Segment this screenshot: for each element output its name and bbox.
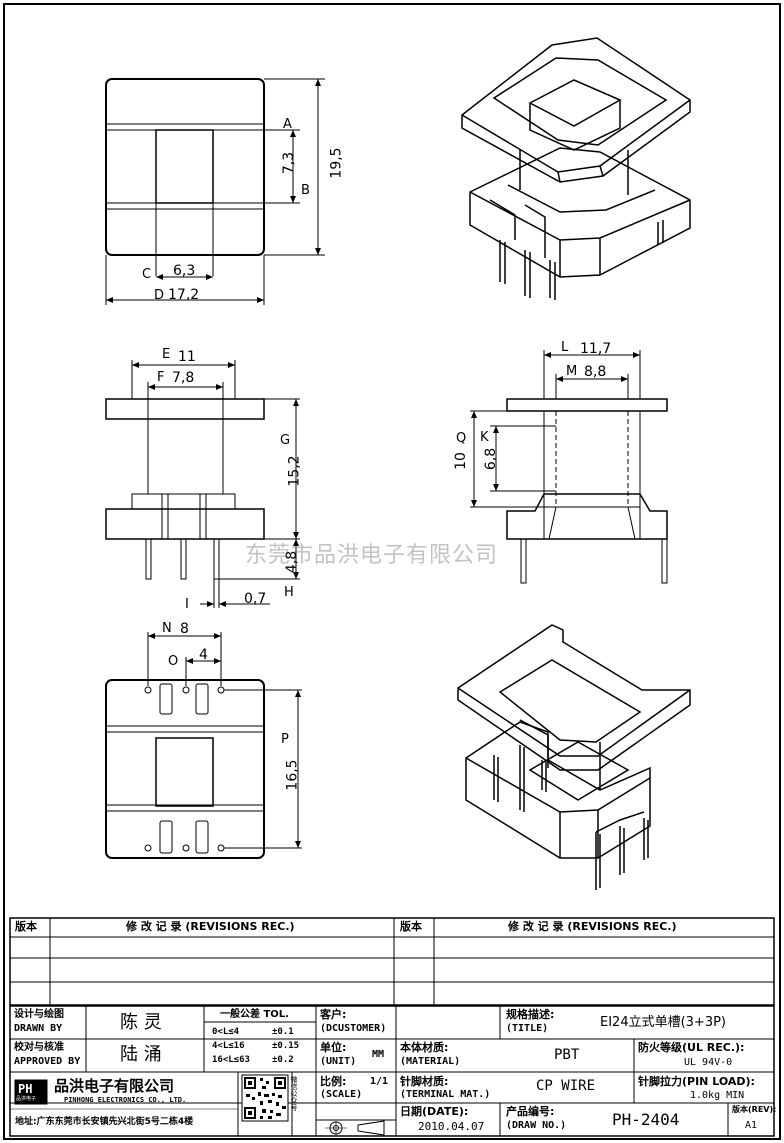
fire-rating-label: 防火等级(UL REC.):: [638, 1041, 745, 1054]
date-label: 日期(DATE):: [400, 1105, 469, 1118]
pin-load-label: 针脚拉力(PIN LOAD):: [638, 1075, 755, 1088]
rev-version-header-left: 版本: [15, 920, 37, 933]
designer-label-cn: 设计与绘图: [14, 1009, 64, 1020]
scale-label-cn: 比例:: [320, 1075, 347, 1088]
rev-record-header-right: 修 改 记 录 (REVISIONS REC.): [508, 920, 677, 933]
draw-no-label-en: (DRAW NO.): [506, 1120, 567, 1131]
tol-range-3: 16<L≤63: [212, 1055, 250, 1065]
dim-value-11: 11: [178, 349, 196, 365]
designer-label-en: DRAWN BY: [14, 1023, 63, 1034]
rev-version-header-right: 版本: [400, 920, 422, 933]
dim-label-i: I: [185, 597, 189, 612]
material-label-en: (MATERIAL): [400, 1056, 461, 1067]
watermark: 东莞市品洪电子有限公司: [245, 543, 499, 568]
spec-label-en: (TITLE): [506, 1023, 549, 1034]
qr-side-text: 微信公众号: [290, 1076, 298, 1111]
approver-name: 陆 涌: [120, 1044, 162, 1065]
qr-code: [241, 1074, 289, 1122]
dim-label-p: P: [281, 732, 289, 747]
unit-label-cn: 单位:: [320, 1041, 347, 1054]
dim-value-0-7: 0,7: [244, 591, 267, 607]
version-label: 版本(REV):: [732, 1105, 777, 1114]
approver-label-cn: 校对与核准: [14, 1042, 64, 1053]
dim-label-a: A: [283, 117, 292, 132]
revisions-table: [9, 917, 775, 1006]
pin-load-value: 1.0kg MIN: [690, 1090, 745, 1101]
tol-range-1: 0<L≤4: [212, 1027, 240, 1037]
bottom-view: [105, 632, 302, 859]
dim-value-4-8: 4,8: [284, 550, 301, 574]
dim-value-6-3: 6,3: [173, 263, 196, 279]
tolerance-title: 一般公差 TOL.: [220, 1009, 289, 1020]
terminal-value: CP WIRE: [536, 1078, 596, 1094]
draw-no-label-cn: 产品编号:: [506, 1105, 555, 1118]
unit-value: MM: [372, 1049, 385, 1060]
top-view-outline: [105, 78, 265, 256]
dim-label-m: M: [566, 364, 578, 379]
approver-label-en: APPROVED BY: [14, 1056, 81, 1067]
company-address: 地址:广东东莞市长安镇先兴北街5号二栋4楼: [15, 1117, 194, 1127]
customer-label-en: (DCUSTOMER): [320, 1023, 387, 1034]
dim-label-g: G: [280, 433, 291, 448]
spec-value: EI24立式单槽(3+3P): [600, 1015, 727, 1030]
dim-value-17-2: 17,2: [168, 287, 200, 303]
version-value: A1: [745, 1120, 758, 1131]
dim-label-q: Q: [456, 431, 467, 446]
dim-label-n: N: [162, 621, 172, 636]
rev-record-header-left: 修 改 记 录 (REVISIONS REC.): [126, 920, 295, 933]
terminal-label-cn: 针脚材质:: [400, 1075, 449, 1088]
company-logo-sub: 品洪电子: [16, 1096, 37, 1102]
designer-name: 陈 灵: [120, 1012, 162, 1033]
tol-range-2: 4<L≤16: [212, 1041, 245, 1051]
dim-value-10: 10: [452, 452, 469, 470]
dim-label-b: B: [301, 183, 310, 198]
dim-value-11-7: 11,7: [580, 341, 612, 357]
dim-label-l: L: [561, 340, 569, 355]
dim-value-8-8: 8,8: [584, 364, 607, 380]
side-view: [470, 350, 668, 584]
terminal-label-en: (TERMINAL MAT.): [400, 1089, 491, 1100]
top-view: [105, 78, 325, 305]
company-name-en: PINHONG ELECTRONICS CO., LTD.: [64, 1096, 187, 1104]
material-label-cn: 本体材质:: [400, 1041, 449, 1054]
dim-label-f: F: [157, 370, 165, 385]
dim-value-19-5: 19,5: [328, 147, 345, 179]
company-logo: PH: [18, 1082, 33, 1096]
dim-label-h: H: [284, 585, 294, 600]
title-block: [9, 1005, 775, 1137]
dim-value-8: 8: [180, 621, 189, 637]
dim-label-o: O: [168, 654, 179, 669]
dim-label-d: D: [154, 288, 165, 303]
scale-value: 1/1: [370, 1076, 389, 1087]
scale-label-en: (SCALE): [320, 1089, 363, 1100]
dim-value-6-8: 6,8: [483, 447, 500, 471]
dim-value-7-8: 7,8: [172, 370, 195, 386]
tol-value-1: ±0.1: [272, 1027, 294, 1037]
unit-label-en: (UNIT): [320, 1056, 357, 1067]
dim-value-4: 4: [199, 647, 208, 663]
draw-no-value: PH-2404: [612, 1110, 680, 1129]
spec-label-cn: 规格描述:: [506, 1008, 555, 1021]
date-value: 2010.04.07: [418, 1120, 485, 1133]
dim-value-16-5: 16,5: [284, 759, 301, 791]
dim-value-15-2: 15,2: [286, 455, 303, 487]
material-value: PBT: [554, 1047, 580, 1063]
top-view-window: [155, 129, 214, 204]
dim-label-e: E: [162, 347, 171, 362]
iso-view-bottom: [457, 624, 691, 890]
dim-label-c: C: [142, 267, 152, 282]
page-frame: [3, 3, 781, 1140]
fire-rating-value: UL 94V-0: [684, 1057, 733, 1068]
tol-value-3: ±0.2: [272, 1055, 294, 1065]
tol-value-2: ±0.15: [272, 1041, 300, 1051]
company-name-cn: 品洪电子有限公司: [54, 1077, 175, 1095]
iso-view-top: [461, 37, 691, 300]
dim-label-k: K: [480, 430, 489, 445]
front-view: [105, 360, 300, 608]
dim-value-7-3: 7,3: [281, 151, 298, 175]
customer-label-cn: 客户:: [320, 1008, 347, 1021]
